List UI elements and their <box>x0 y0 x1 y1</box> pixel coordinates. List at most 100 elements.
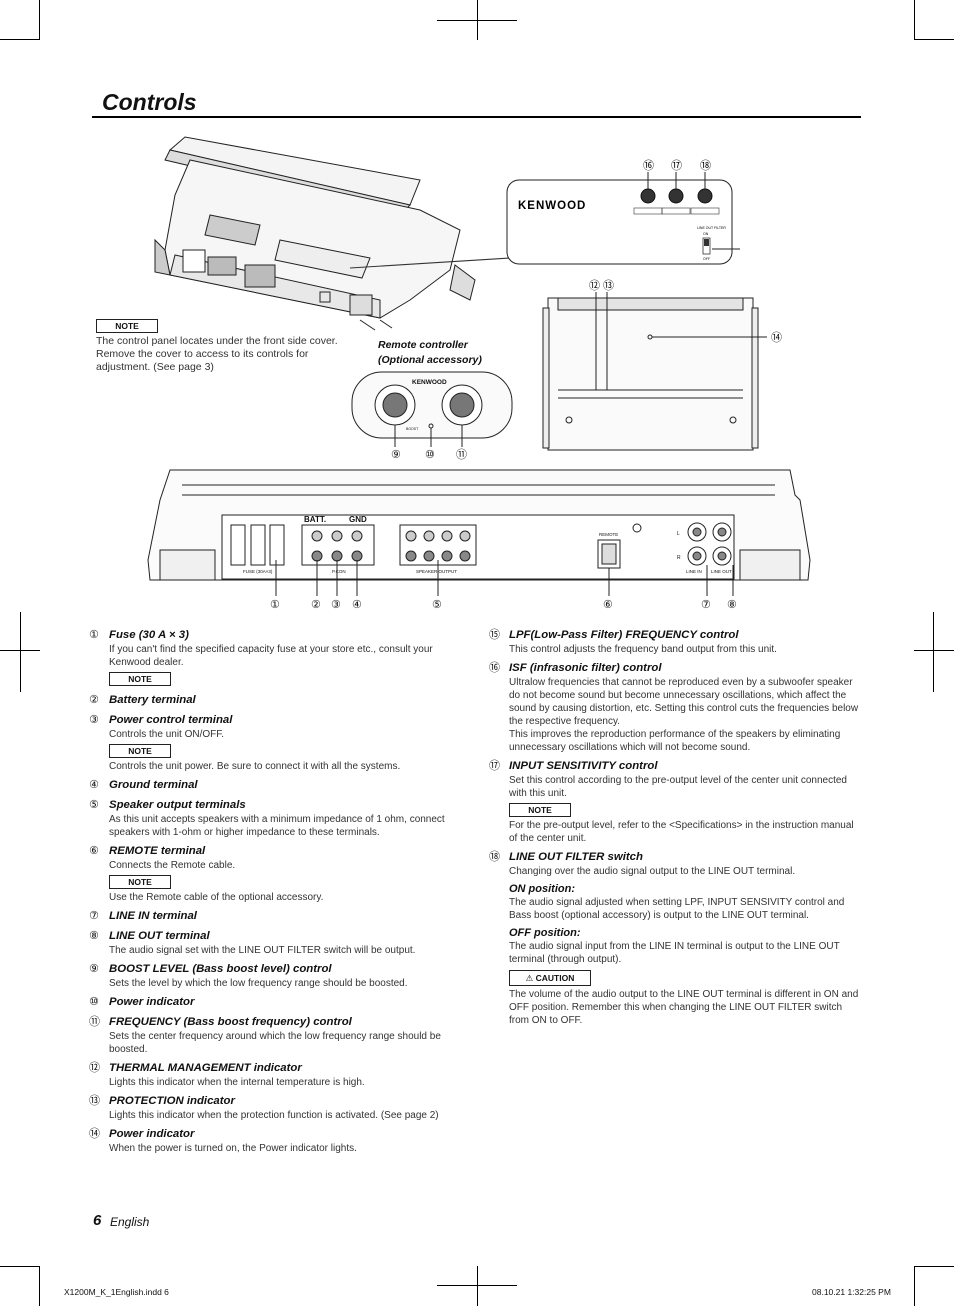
callout-8: ⑧ <box>727 599 737 611</box>
crop-mark <box>0 39 40 40</box>
item-number: ⑩ <box>89 996 99 1008</box>
item-number: ⑪ <box>89 1016 100 1028</box>
amplifier-diagram: KENWOOD LINE OUT FILTER ON OFF ⑯ ⑰ ⑱ ⑫ ⑬… <box>147 136 811 611</box>
remote-label: REMOTE <box>599 532 618 537</box>
line-in-label: LINE IN <box>686 569 702 574</box>
callout-14: ⑭ <box>771 331 782 344</box>
item-description: As this unit accepts speakers with a min… <box>109 814 445 838</box>
item-title: PROTECTION indicator <box>109 1095 235 1107</box>
item-number: ⑭ <box>89 1128 100 1140</box>
item-description: Connects the Remote cable. <box>109 860 236 871</box>
item-title: LINE OUT terminal <box>109 930 210 942</box>
off-position-description: The audio signal input from the LINE IN … <box>509 941 840 965</box>
line-out-filter-label: LINE OUT FILTER <box>697 226 726 230</box>
item-number: ③ <box>89 714 99 726</box>
item-number: ⑥ <box>89 845 99 857</box>
item-description: Use the Remote cable of the optional acc… <box>109 892 324 903</box>
item-heading: ⑥ REMOTE terminal <box>89 844 461 859</box>
item-title: Power control terminal <box>109 714 233 726</box>
item-title: LINE IN terminal <box>109 910 197 922</box>
crop-mark <box>477 1266 478 1306</box>
svg-text:KENWOOD: KENWOOD <box>412 379 447 386</box>
item-number: ⑤ <box>89 799 99 811</box>
callout-3: ③ <box>331 599 341 611</box>
callout-5: ⑤ <box>432 599 442 611</box>
left-column: ① Fuse (30 A × 3) If you can't find the sp… <box>89 628 461 1160</box>
note-label: NOTE <box>96 319 158 333</box>
item-number: ① <box>89 629 99 641</box>
on-label: ON <box>703 232 709 236</box>
diagram-note: NOTE The control panel locates under the… <box>96 316 348 374</box>
on-position-heading: ON position: <box>509 883 575 895</box>
item-description: Controls the unit ON/OFF. <box>109 729 225 740</box>
item-number: ⑮ <box>489 629 500 641</box>
crop-mark <box>20 612 21 692</box>
item-description: If you can't find the specified capacity… <box>109 644 433 668</box>
item-number: ⑰ <box>489 760 500 772</box>
r-label: R <box>677 555 681 561</box>
crop-mark <box>914 1266 915 1306</box>
item-number: ② <box>89 694 99 706</box>
item-number: ⑦ <box>89 910 99 922</box>
remote-caption: Remote controller (Optional accessory) <box>378 339 482 366</box>
speaker-output-label: SPEAKER OUTPUT <box>416 569 457 574</box>
note-label: NOTE <box>509 803 571 817</box>
item-description: Sets the level by which the low frequenc… <box>109 978 408 989</box>
control-item: ⑦ LINE IN terminal <box>89 909 461 924</box>
amp-isometric-illustration <box>154 136 511 331</box>
remote-controller: KENWOOD BOOST ⑨ ⑩ ⑪ <box>351 371 513 461</box>
title-rule <box>92 116 861 118</box>
note-text: The control panel locates under the fron… <box>96 335 338 373</box>
page-title: Controls <box>102 89 197 115</box>
item-description: When the power is turned on, the Power i… <box>109 1143 357 1154</box>
callout-6: ⑥ <box>603 599 613 611</box>
crop-mark <box>39 0 40 40</box>
item-heading: ⑦ LINE IN terminal <box>89 909 461 924</box>
fuse-label: FUSE (30A×3) <box>243 569 273 574</box>
callout-1: ① <box>270 599 280 611</box>
item-description: This control adjusts the frequency band … <box>509 644 777 655</box>
callout-15: ⑯ <box>643 159 654 172</box>
item-description: Lights this indicator when the internal … <box>109 1077 365 1088</box>
caution-description: The volume of the audio output to the LI… <box>509 989 859 1026</box>
on-position-description: The audio signal adjusted when setting L… <box>509 897 845 921</box>
off-label: OFF <box>703 257 710 261</box>
item-title: LINE OUT FILTER switch <box>509 851 643 863</box>
caution-label: ⚠ CAUTION <box>509 970 591 986</box>
item-description: This improves the reproduction performan… <box>509 729 841 753</box>
item-title: FREQUENCY (Bass boost frequency) control <box>109 1016 352 1028</box>
callout-17: ⑱ <box>700 159 711 172</box>
item-description: For the pre-output level, refer to the <… <box>509 820 854 844</box>
callout-2: ② <box>311 599 321 611</box>
callout-16: ⑰ <box>671 159 682 172</box>
item-title: ISF (infrasonic filter) control <box>509 662 662 674</box>
page-number: 6 <box>93 1212 102 1229</box>
crop-mark <box>933 612 934 692</box>
item-title: Fuse (30 A × 3) <box>109 629 189 641</box>
callout-4: ④ <box>352 599 362 611</box>
crop-mark <box>914 0 915 40</box>
item-number: ⑯ <box>489 662 500 674</box>
item-title: REMOTE terminal <box>109 845 206 857</box>
boost-label: BOOST <box>406 427 419 431</box>
control-item: ① Fuse (30 A × 3) If you can't find the sp… <box>89 628 461 688</box>
pcon-label: P.CON <box>332 569 346 574</box>
line-out-label: LINE OUT <box>711 569 732 574</box>
callout-10: ⑩ <box>425 449 435 461</box>
crop-mark <box>39 1266 40 1306</box>
